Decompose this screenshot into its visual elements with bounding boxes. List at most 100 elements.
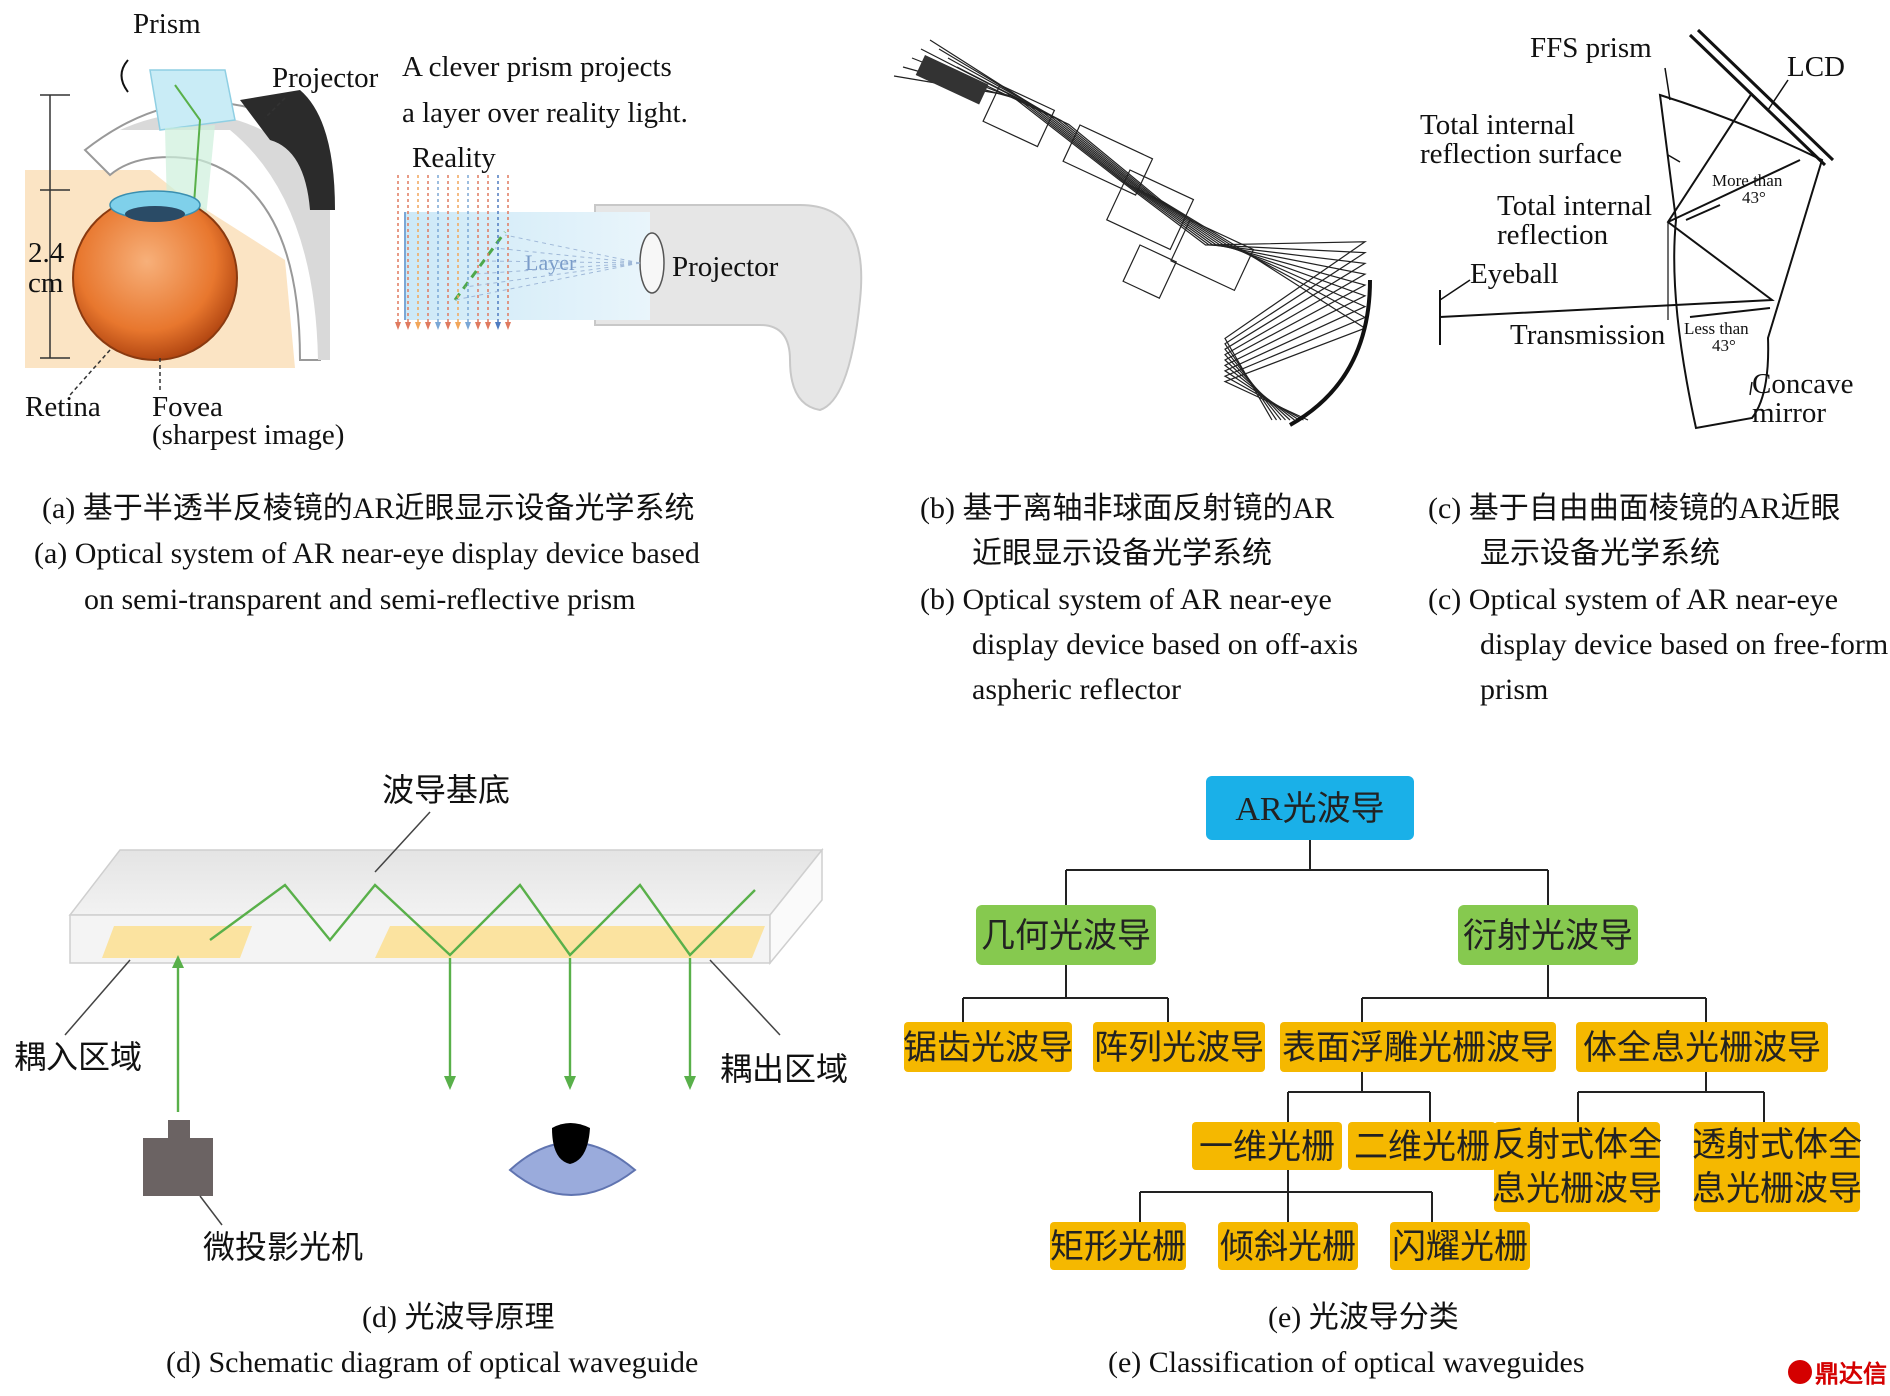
box-slanted	[1218, 1222, 1358, 1270]
concave-leader	[1749, 381, 1753, 396]
box-holographic	[1576, 1022, 1828, 1072]
reality-ray-arrow	[485, 322, 491, 330]
label-prism: Prism	[133, 8, 201, 40]
trace-ray	[929, 39, 1367, 421]
micro-projector-lens	[168, 1120, 190, 1140]
panel-e: AR光波导 几何光波导 衍射光波导 锯齿光波导 阵列光波导 表面浮雕光栅波导 体…	[903, 776, 1862, 1379]
input-ray-arrow	[172, 955, 184, 968]
label-reflective-1: 反射式体全	[1492, 1126, 1662, 1164]
caption-b-cn-2: 近眼显示设备光学系统	[972, 537, 1272, 570]
caption-e-cn: (e) 光波导分类	[1268, 1301, 1459, 1334]
caption-c-en-3: prism	[1480, 673, 1548, 706]
caption-c-cn-1: (c) 基于自由曲面棱镜的AR近眼	[1428, 492, 1840, 525]
label-transmissive-1: 透射式体全	[1692, 1126, 1862, 1164]
label-transmissive-2: 息光栅波导	[1692, 1170, 1862, 1208]
label-blazed: 闪耀光栅	[1392, 1228, 1528, 1266]
reality-ray-arrow	[415, 322, 421, 330]
projection-line	[484, 260, 641, 264]
viewer-eye	[508, 1141, 637, 1196]
layer-beam	[405, 212, 650, 320]
caption-c-en-2: display device based on free-form	[1480, 628, 1888, 661]
retina-leader	[69, 349, 111, 396]
rotation-arrow	[120, 59, 129, 93]
box-geometric	[976, 905, 1156, 965]
label-dim-value: 2.4	[28, 237, 65, 269]
ffs-leader	[1664, 67, 1671, 101]
label-fovea: Fovea	[152, 391, 223, 423]
lcd-panel	[1688, 33, 1827, 167]
caption-b-en-1: (b) Optical system of AR near-eye	[920, 583, 1332, 616]
label-retina: Retina	[25, 391, 101, 423]
trace-ray	[947, 57, 1367, 421]
projection-line	[504, 234, 641, 264]
box-reflective-holo	[1494, 1122, 1660, 1212]
label-holographic: 体全息光栅波导	[1583, 1029, 1821, 1067]
lens-element	[982, 84, 1056, 148]
label-micro-projector: 微投影光机	[203, 1229, 363, 1265]
tree-surface-connector	[1287, 1068, 1431, 1122]
projection-line	[474, 262, 641, 275]
label-slanted: 倾斜光栅	[1220, 1228, 1356, 1266]
watermark-logo-icon	[1788, 1360, 1812, 1384]
reality-ray-arrow	[445, 322, 451, 330]
label-tir-surface-2: reflection surface	[1420, 138, 1622, 170]
label-coupling-in: 耦入区域	[14, 1039, 142, 1075]
label-tir-surface-1: Total internal	[1420, 109, 1575, 141]
caption-b-cn-1: (b) 基于离轴非球面反射镜的AR	[920, 492, 1334, 525]
waveguide-top	[68, 849, 824, 916]
panel-a: Prism Projector A clever prism projects …	[25, 8, 863, 616]
tree-geometric-connector	[962, 965, 1169, 1022]
reality-ray-arrow	[425, 322, 431, 330]
box-ar-waveguide	[1206, 776, 1414, 840]
label-dim-unit: cm	[28, 267, 64, 299]
label-ar-waveguide: AR光波导	[1235, 790, 1384, 828]
output-ray-arrow	[444, 1076, 456, 1090]
lcd-leader	[1767, 79, 1789, 111]
glasses-band	[120, 113, 330, 360]
watermark: 鼎达信	[1788, 1360, 1887, 1388]
aspheric-reflector	[1289, 279, 1372, 427]
watermark-text: 鼎达信	[1815, 1360, 1887, 1388]
trace-ray	[938, 48, 1367, 421]
label-concave-1: Concave	[1752, 368, 1853, 400]
box-rect	[1050, 1222, 1186, 1270]
ray-trace-bundle	[893, 39, 1367, 421]
coupling-out-leader	[709, 959, 781, 1036]
trace-ray	[920, 48, 1367, 421]
box-transmissive-holo	[1694, 1122, 1860, 1212]
label-tir-1: Total internal	[1497, 190, 1652, 222]
panel-d: 波导基底 耦入区域 耦出区域 微投影光机 (d) 光波导原理 (d) Schem…	[14, 772, 848, 1379]
angle-arc-top	[1685, 204, 1721, 221]
projector-leader	[264, 97, 286, 119]
label-geometric: 几何光波导	[981, 917, 1151, 955]
label-more-than: More than	[1712, 171, 1783, 190]
lens-element	[1105, 169, 1195, 251]
micro-projector-leader	[199, 1195, 223, 1226]
box-blazed	[1390, 1222, 1530, 1270]
micro-projector-body	[143, 1138, 213, 1196]
lens-element	[1170, 219, 1255, 292]
caption-a-cn: (a) 基于半透半反棱镜的AR近眼显示设备光学系统	[42, 492, 694, 525]
tir-surface-leader	[1667, 154, 1681, 163]
label-sawtooth: 锯齿光波导	[903, 1029, 1073, 1067]
label-concave-2: mirror	[1752, 397, 1826, 429]
coupling-in-region	[102, 926, 252, 958]
caption-d-en: (d) Schematic diagram of optical wavegui…	[166, 1346, 698, 1379]
tree-root-connector	[1065, 840, 1549, 905]
prism-ray-path	[1439, 92, 1775, 318]
tree-holographic-connector	[1577, 1068, 1765, 1122]
panel-b: (b) 基于离轴非球面反射镜的AR 近眼显示设备光学系统 (b) Optical…	[893, 39, 1372, 706]
reality-ray-arrow	[455, 322, 461, 330]
label-less-deg: 43°	[1712, 336, 1736, 355]
label-projector: Projector	[272, 62, 379, 94]
output-ray-arrow	[564, 1076, 576, 1090]
box-two-d	[1348, 1122, 1496, 1170]
angle-arc-bottom	[1689, 307, 1771, 318]
box-one-d	[1192, 1122, 1342, 1170]
label-rect: 矩形光栅	[1050, 1228, 1186, 1266]
label-tir-2: reflection	[1497, 219, 1609, 251]
reality-ray-arrow	[435, 322, 441, 330]
lens-element	[1122, 244, 1178, 299]
ffs-prism-outline	[1658, 93, 1824, 430]
